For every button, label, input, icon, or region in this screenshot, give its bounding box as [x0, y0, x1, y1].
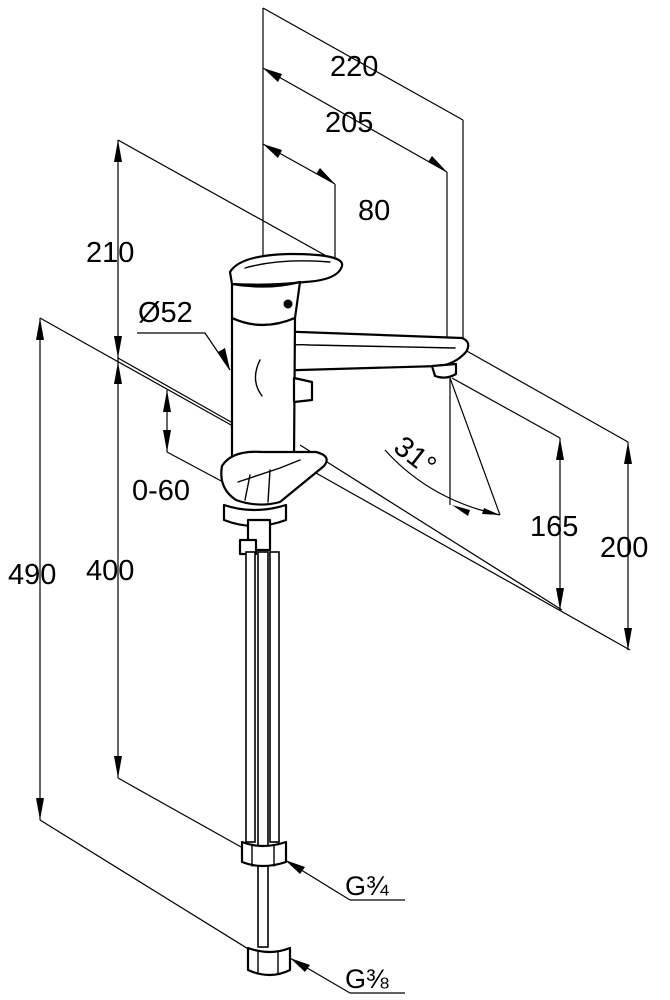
dim-label-0-60: 0-60 — [132, 475, 190, 507]
hose-right — [269, 551, 280, 843]
mounting-plate — [220, 450, 328, 506]
spout-collar — [292, 376, 314, 404]
dim-label-490: 490 — [8, 559, 56, 591]
dim-label-205: 205 — [325, 107, 373, 139]
indicator-dot — [283, 299, 293, 309]
dim-label-200: 200 — [600, 532, 648, 564]
dim-label-diameter-52: Ø52 — [138, 297, 193, 329]
thread-label-upper: G¾ — [345, 871, 389, 901]
dim-line-220 — [262, 7, 464, 121]
main-body — [230, 316, 297, 468]
thread-label-lower: G⅜ — [345, 964, 389, 994]
dim-label-220: 220 — [330, 51, 378, 83]
dim-label-80: 80 — [358, 195, 390, 227]
aerator — [430, 362, 458, 379]
dim-label-165: 165 — [530, 511, 578, 543]
connector-lower — [246, 946, 292, 977]
dim-line-205 — [262, 67, 448, 173]
faucet — [220, 252, 470, 977]
dim-label-210: 210 — [86, 237, 134, 269]
hose-left — [245, 551, 256, 843]
dimension-lines — [39, 7, 631, 994]
lever-handle — [228, 252, 344, 286]
dimension-labels: 220 205 80 210 Ø52 0-60 31° 165 200 490 … — [8, 51, 648, 591]
dim-label-angle-31: 31° — [388, 430, 442, 482]
connector-upper — [240, 840, 288, 868]
dim-label-400: 400 — [86, 555, 134, 587]
dimension-arrows — [36, 68, 632, 972]
thread-labels: G¾ G⅜ — [345, 871, 389, 994]
hose-middle — [257, 551, 269, 948]
